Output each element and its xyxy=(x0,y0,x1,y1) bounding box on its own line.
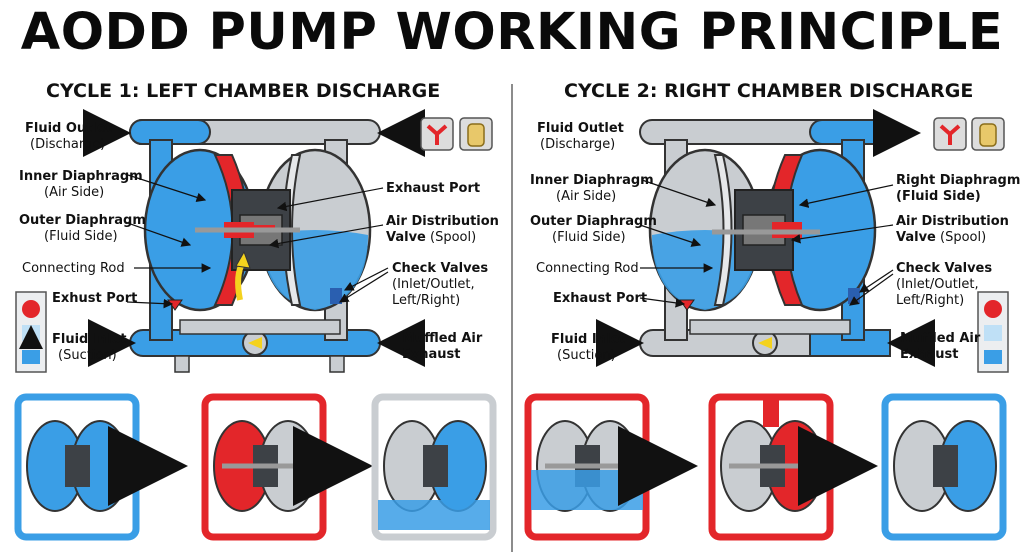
page-title: AODD PUMP WORKING PRINCIPLE xyxy=(20,3,1004,62)
svg-text:(Discharge): (Discharge) xyxy=(540,137,615,152)
svg-text:(Suction): (Suction) xyxy=(58,348,117,363)
cycle1-icons xyxy=(420,117,493,151)
leader-lines xyxy=(124,174,894,309)
svg-text:Exhaust: Exhaust xyxy=(402,347,461,362)
mini-sequence-right xyxy=(524,393,1007,541)
label-exhaust-port: Exhaust Port xyxy=(386,181,480,196)
svg-text:(Discharge): (Discharge) xyxy=(30,137,105,152)
label-right-diaphragm: Right Diaphragm xyxy=(896,173,1020,188)
cycle1-side-icons xyxy=(15,291,47,373)
mini-pump-5 xyxy=(708,393,834,541)
label-fluid-outlet-2: Fluid Outlet xyxy=(537,121,624,136)
svg-text:Left/Right): Left/Right) xyxy=(896,293,964,308)
cycle1-labels: Fluid Outlet (Discharge) Inner Diaphragm… xyxy=(19,121,499,363)
svg-text:(Fluid Side): (Fluid Side) xyxy=(44,229,118,244)
fluid-level-icon xyxy=(984,325,1002,341)
svg-text:Valve (Spool): Valve (Spool) xyxy=(386,230,476,245)
svg-text:(Fluid Side): (Fluid Side) xyxy=(552,230,626,245)
mini-pump-2 xyxy=(201,393,327,541)
svg-text:(Suction): (Suction) xyxy=(557,348,616,363)
cycle2-icons xyxy=(933,117,1009,373)
mini-pump-1 xyxy=(14,393,140,541)
label-fluid-outlet: Fluid Outlet xyxy=(25,121,112,136)
label-check-valves: Check Valves xyxy=(392,261,488,276)
label-outer-diaphragm-2: Outer Diaphragm xyxy=(530,214,657,229)
label-exhaust-port-2: Exhaust Port xyxy=(553,291,647,306)
label-outer-diaphragm: Outer Diaphragm xyxy=(19,213,146,228)
label-connecting-rod: Connecting Rod xyxy=(22,261,125,276)
svg-text:(Inlet/Outlet,: (Inlet/Outlet, xyxy=(896,277,979,292)
label-muffled-air-2: Muffled Air xyxy=(900,331,981,346)
mini-pump-6 xyxy=(881,393,1007,541)
label-muffled-air: Muffled Air xyxy=(402,331,483,346)
label-inner-diaphragm: Inner Diaphragm xyxy=(19,169,143,184)
label-check-valves-2: Check Valves xyxy=(896,261,992,276)
cycle2-labels: Fluid Outlet (Discharge) Inner Diaphragm… xyxy=(530,121,1020,363)
cycle1-pump xyxy=(83,109,425,373)
cycle2-heading: CYCLE 2: RIGHT CHAMBER DISCHARGE xyxy=(564,80,974,102)
air-signal-icon xyxy=(984,300,1002,318)
svg-text:Left/Right): Left/Right) xyxy=(392,293,460,308)
svg-text:(Air Side): (Air Side) xyxy=(556,189,616,204)
label-air-distribution-valve-2: Air Distribution xyxy=(896,214,1009,229)
cycle1-heading: CYCLE 1: LEFT CHAMBER DISCHARGE xyxy=(46,80,441,102)
svg-text:(Air Side): (Air Side) xyxy=(44,185,104,200)
label-fluid-inlet-2: Fluid Inlet xyxy=(551,332,625,347)
mini-pump-3 xyxy=(371,393,497,541)
label-air-distribution-valve: Air Distribution xyxy=(386,214,499,229)
svg-text:(Inlet/Outlet,: (Inlet/Outlet, xyxy=(392,277,475,292)
mini-sequence-left xyxy=(14,393,497,541)
svg-text:(Fluid Side): (Fluid Side) xyxy=(896,189,981,204)
label-exhust-port: Exhust Port xyxy=(52,291,137,306)
label-fluid-inlet: Fluid Inlet xyxy=(52,332,126,347)
svg-text:Exhaust: Exhaust xyxy=(900,347,959,362)
air-signal-icon xyxy=(22,300,40,318)
label-connecting-rod-2: Connecting Rod xyxy=(536,261,639,276)
mini-pump-4 xyxy=(524,393,650,541)
label-inner-diaphragm-2: Inner Diaphragm xyxy=(530,173,654,188)
svg-text:Valve (Spool): Valve (Spool) xyxy=(896,230,986,245)
cycle2-pump xyxy=(596,109,935,367)
